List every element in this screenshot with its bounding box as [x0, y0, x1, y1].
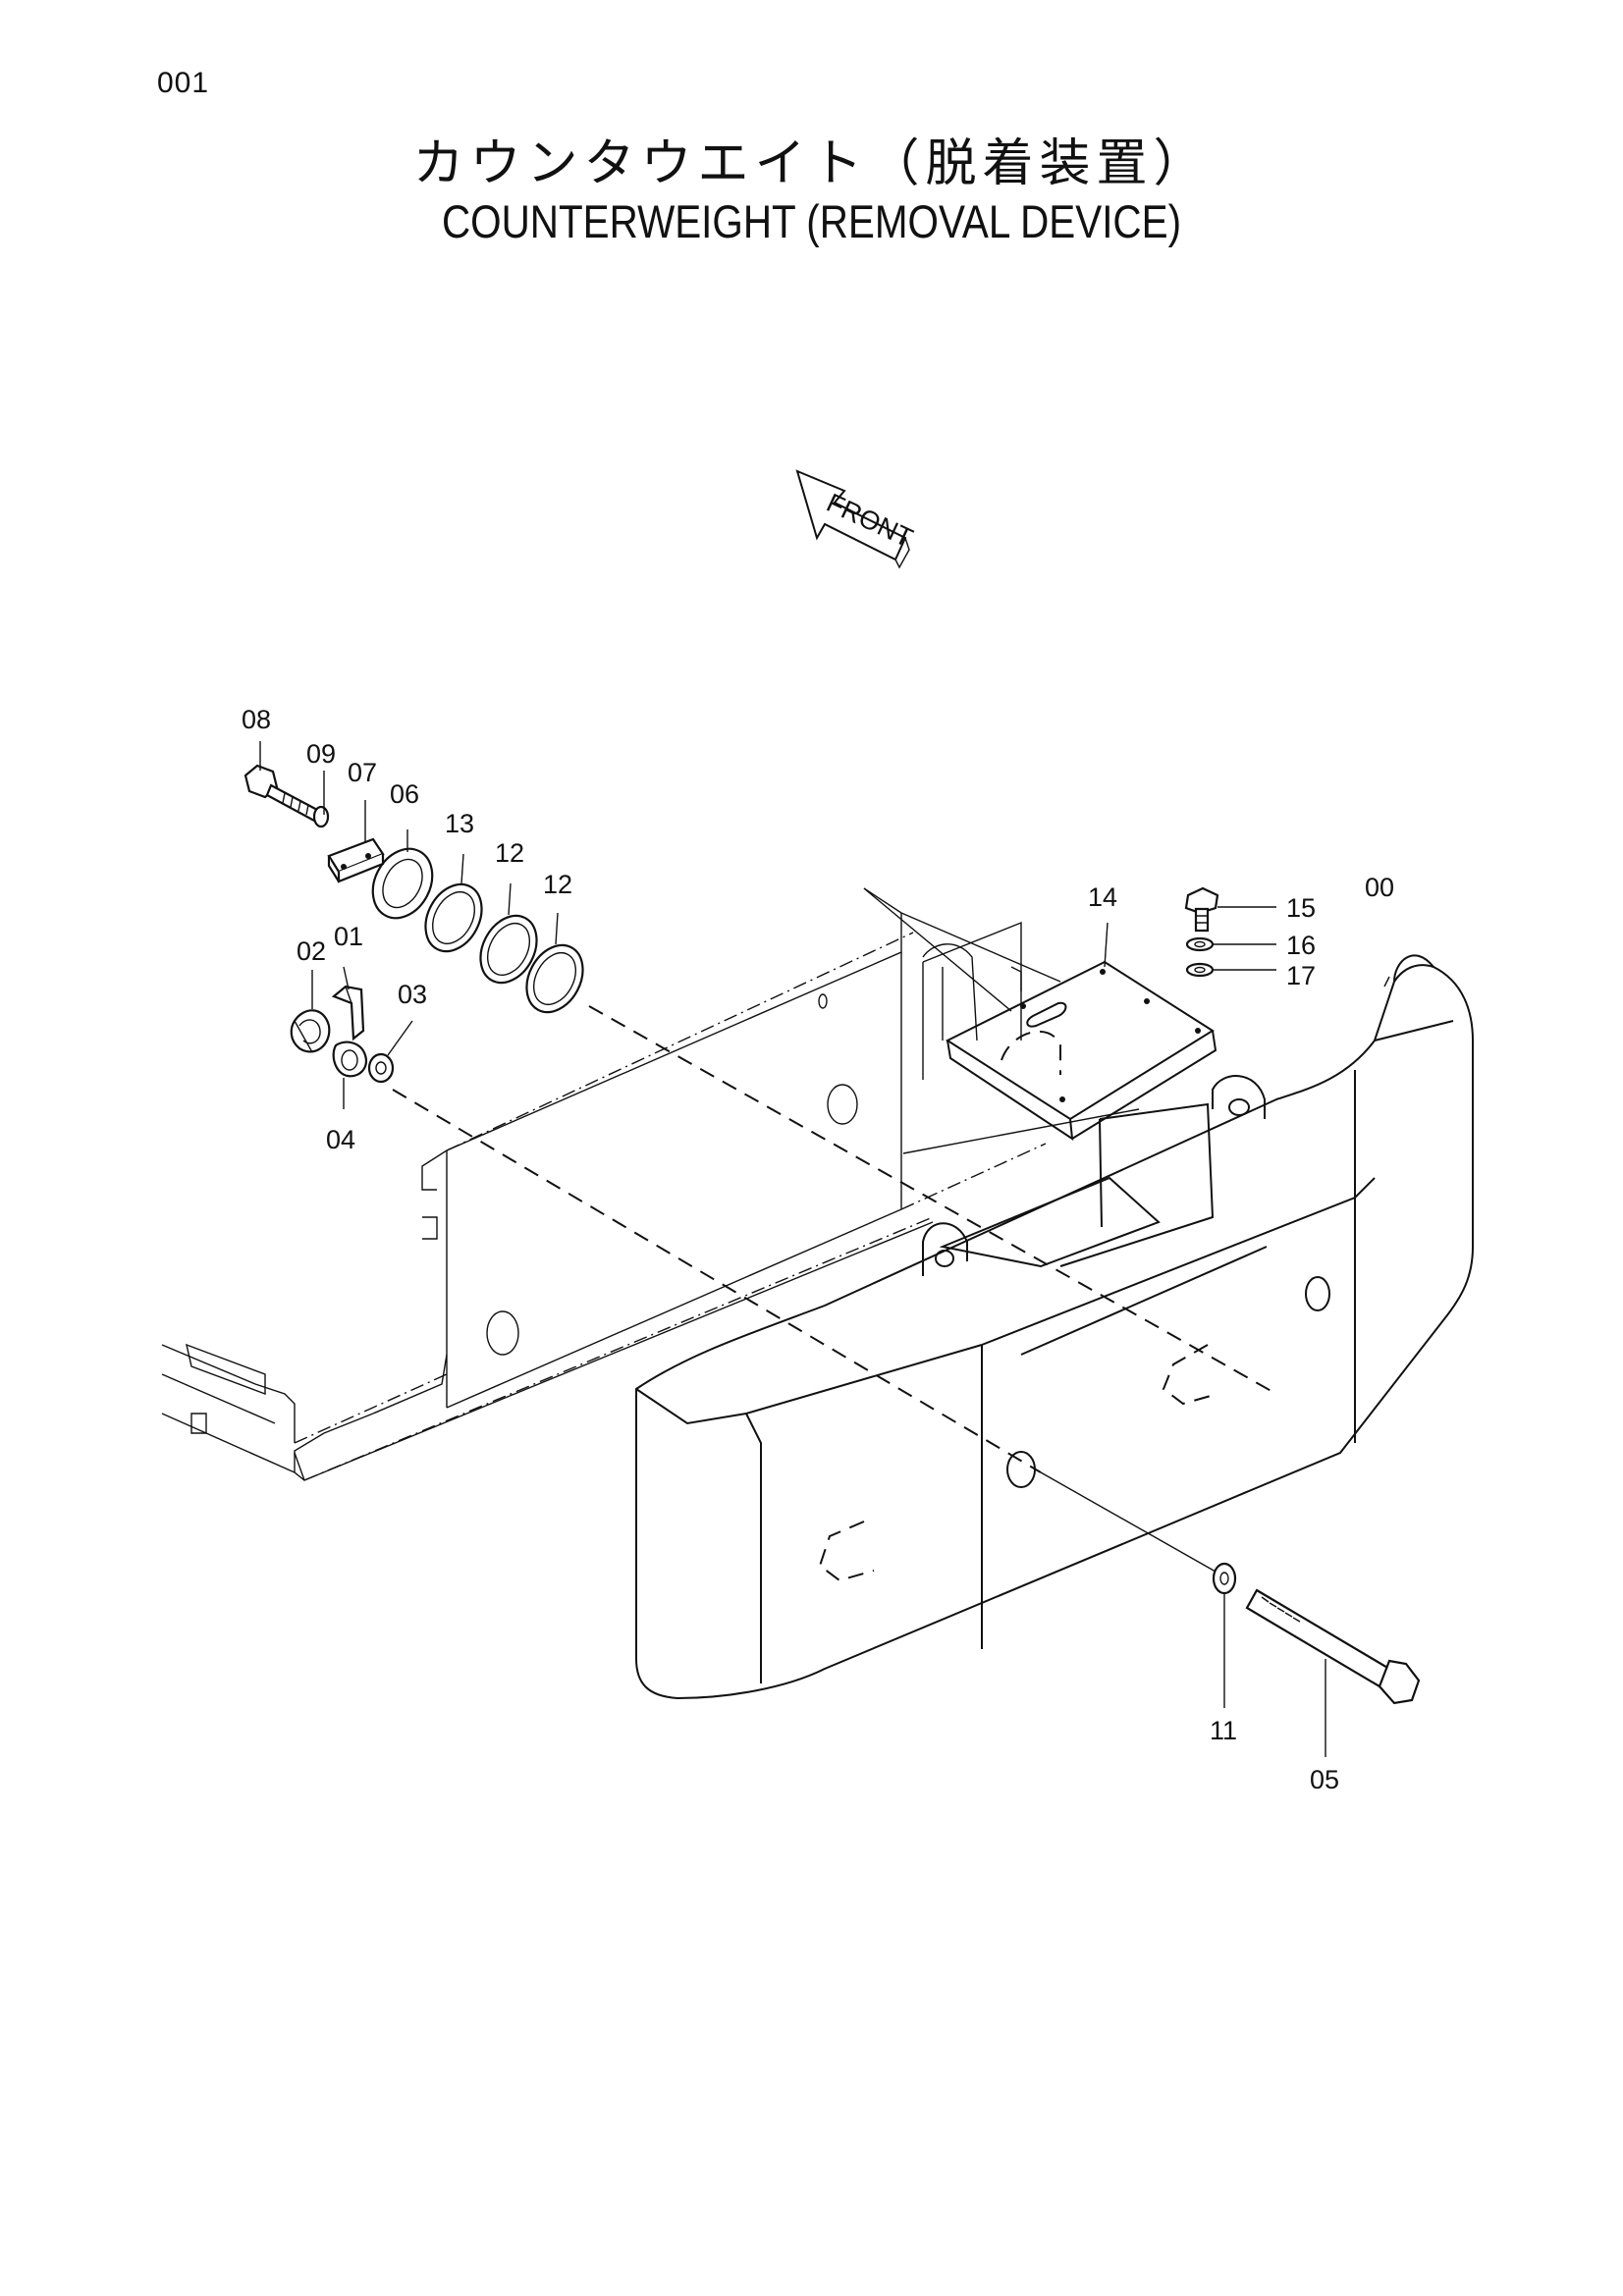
ring-06: [371, 847, 434, 920]
ring-12a: [479, 914, 538, 985]
machine-frame: [161, 887, 1061, 1481]
clip-02: [290, 1009, 331, 1053]
ring-13: [424, 882, 483, 953]
front-arrow-icon: FRONT: [795, 469, 917, 569]
callout-05: 05: [1310, 1765, 1339, 1794]
shaft-axis-lower: [392, 1089, 1042, 1473]
washer-11: [1212, 1562, 1237, 1595]
plate-07: [327, 837, 385, 883]
pin-01: [331, 985, 365, 1041]
callout-02: 02: [297, 936, 326, 966]
shaft-axis-upper: [588, 1005, 1277, 1395]
callout-14: 14: [1088, 882, 1117, 912]
callout-09: 09: [306, 739, 336, 769]
callout-06: 06: [390, 779, 419, 809]
callout-03: 03: [398, 980, 427, 1009]
callout-08: 08: [242, 705, 271, 734]
callout-00: 00: [1365, 873, 1394, 902]
callout-13: 13: [445, 809, 474, 838]
title-english: COUNTERWEIGHT (REMOVAL DEVICE): [441, 195, 1182, 247]
callout-15: 15: [1286, 893, 1316, 923]
callout-17: 17: [1286, 961, 1316, 990]
callout-11: 11: [1210, 1716, 1237, 1745]
cover-plate-14: [945, 960, 1217, 1141]
washer-03: [367, 1052, 395, 1084]
bushing-04: [332, 1041, 367, 1078]
front-label: FRONT: [822, 488, 917, 553]
callout-12-b: 12: [543, 870, 572, 899]
callout-12-a: 12: [495, 838, 524, 868]
leader-lines: [259, 741, 1390, 1757]
bolt-08: [243, 764, 321, 823]
callout-01: 01: [334, 922, 363, 951]
callout-07: 07: [348, 758, 377, 787]
ring-12b: [525, 943, 584, 1014]
counterweight-body: [635, 954, 1474, 1700]
callout-16: 16: [1286, 931, 1316, 960]
page-number: 001: [157, 67, 210, 99]
bolt-15: [1184, 886, 1219, 933]
title-japanese: カウンタウエイト（脱着装置）: [412, 134, 1211, 193]
callout-04: 04: [326, 1125, 355, 1154]
washer-09: [312, 805, 330, 828]
bolt-05: [1245, 1588, 1421, 1705]
washer-16: [1185, 936, 1215, 952]
washer-17: [1185, 962, 1215, 978]
